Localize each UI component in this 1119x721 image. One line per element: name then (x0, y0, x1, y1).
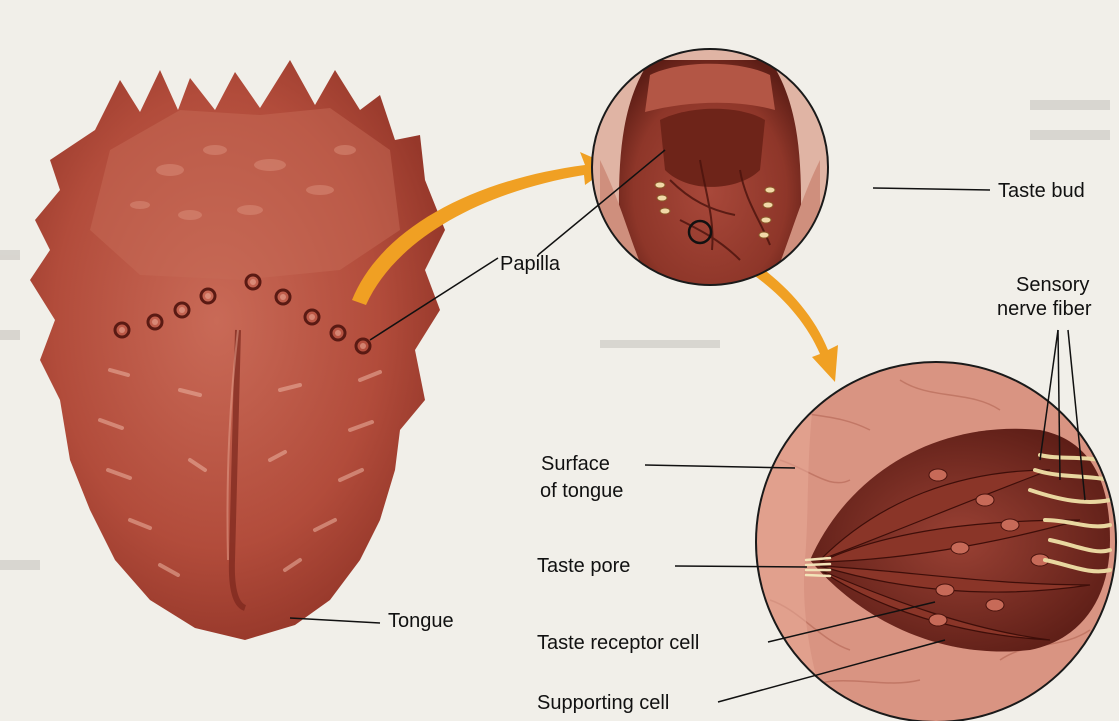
tongue-illustration (30, 60, 445, 640)
papilla-magnified-view (590, 40, 865, 300)
taste-bud-label: Taste bud (998, 180, 1085, 202)
supporting-cell-label: Supporting cell (537, 692, 669, 714)
taste-pore-label: Taste pore (537, 555, 630, 577)
sensory-nerve-fiber-label-line2: nerve fiber (997, 298, 1092, 320)
taste-receptor-cell-label: Taste receptor cell (537, 632, 699, 654)
sensory-nerve-fiber-label-line1: Sensory (1016, 274, 1089, 296)
taste-bud-magnified-view (756, 362, 1116, 721)
tongue-label: Tongue (388, 610, 454, 632)
surface-of-tongue-label-line2: of tongue (540, 480, 623, 502)
surface-of-tongue-label-line1: Surface (541, 453, 610, 475)
papilla-label: Papilla (500, 253, 560, 275)
